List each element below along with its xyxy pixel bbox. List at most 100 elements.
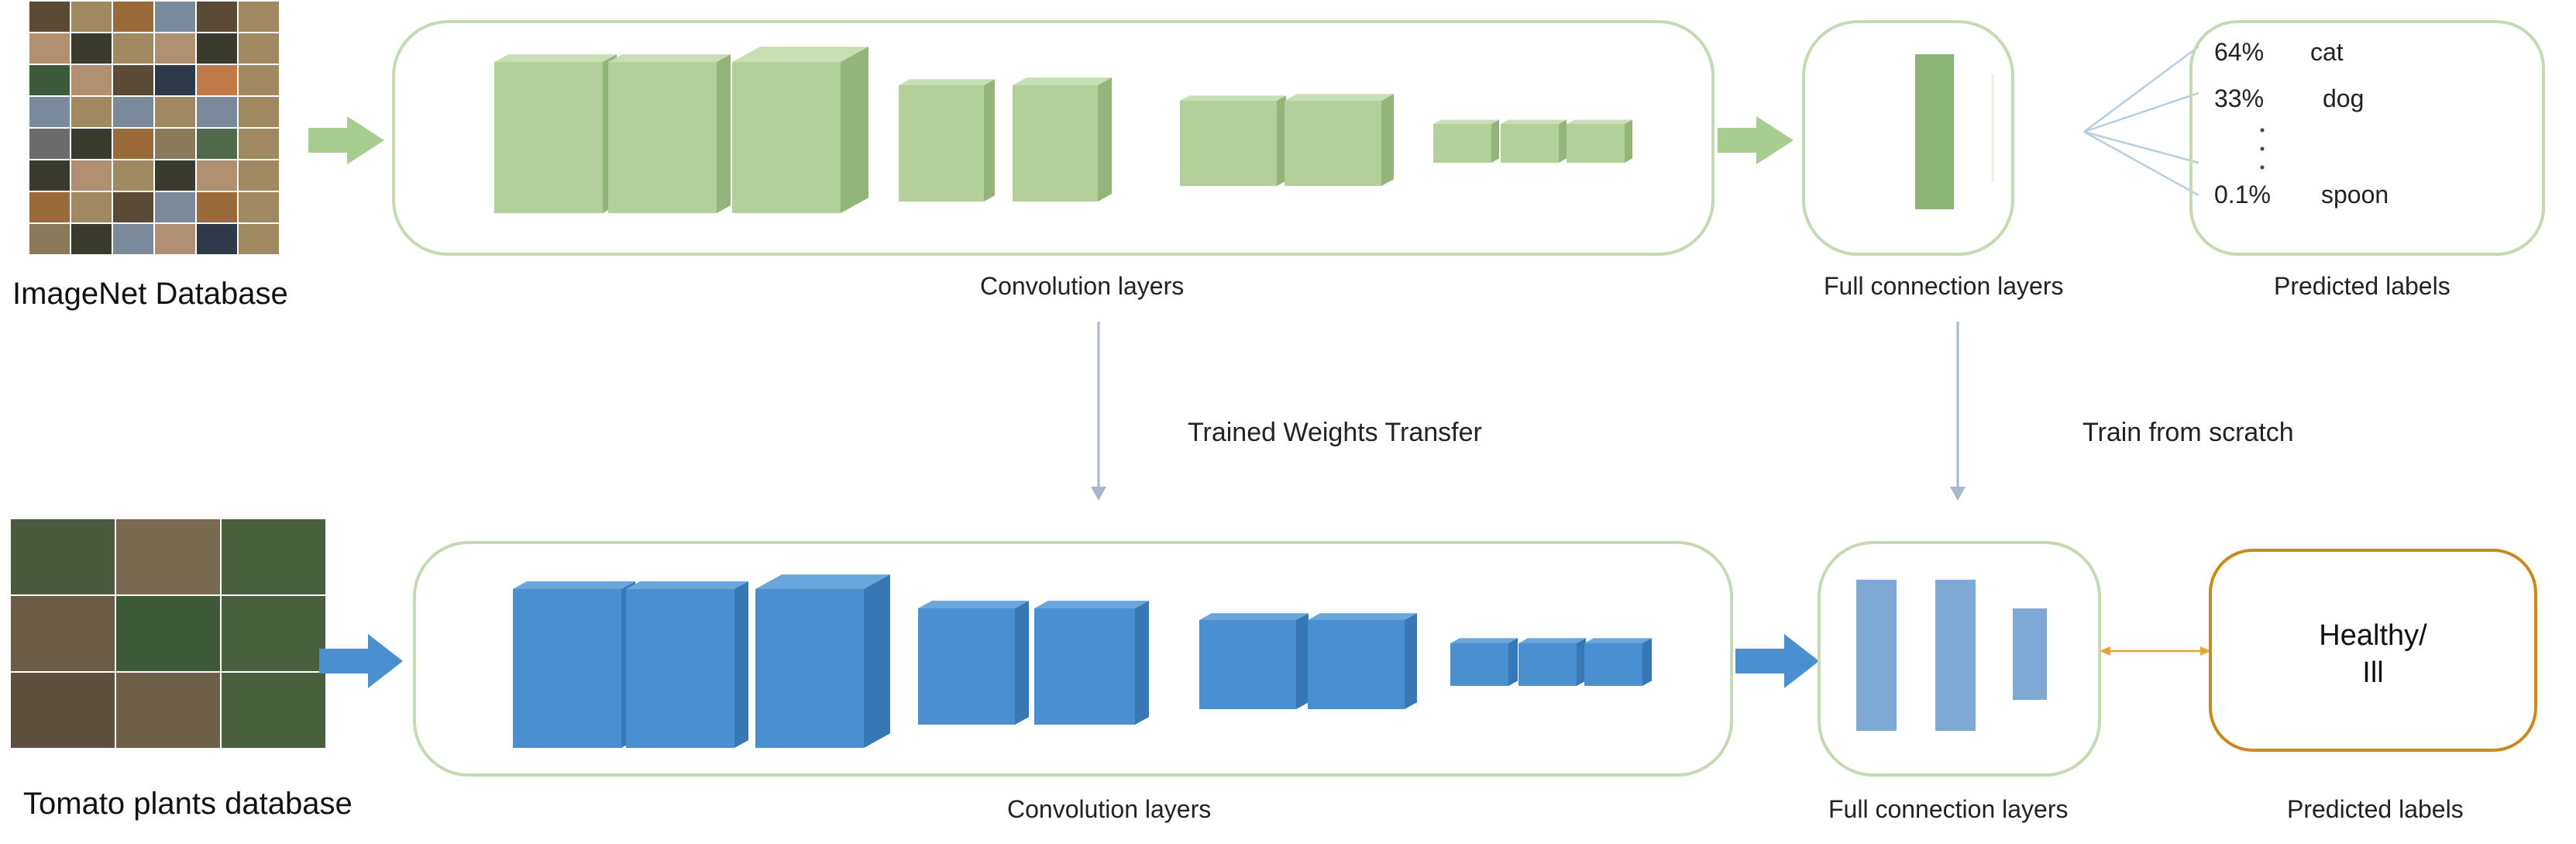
imagenet-thumb-13 <box>29 65 70 95</box>
imagenet-thumb-20 <box>71 97 112 127</box>
imagenet-thumb-44 <box>71 224 112 254</box>
imagenet-thumb-33 <box>113 160 153 191</box>
prediction-dog-label: dog <box>2323 84 2364 112</box>
conv-blocks-top <box>494 47 1632 214</box>
imagenet-thumb-36 <box>239 160 279 191</box>
imagenet-thumb-23 <box>197 97 237 127</box>
conv-block-top-6 <box>1180 95 1286 186</box>
predicted-labels-label-bottom: Predicted labels <box>2287 795 2464 823</box>
imagenet-thumb-34 <box>155 160 195 191</box>
imagenet-thumb-35 <box>197 160 237 191</box>
imagenet-thumb-29 <box>197 129 237 159</box>
weights-transfer-arrow <box>1091 322 1106 501</box>
imagenet-thumb-12 <box>239 33 279 64</box>
tomato-thumb-3 <box>222 519 325 594</box>
tomato-thumb-8 <box>116 673 220 748</box>
train-from-scratch-arrow <box>1950 322 1966 501</box>
conv-block-bottom-5 <box>1034 601 1149 725</box>
conv-block-bottom-8 <box>1450 638 1518 686</box>
imagenet-thumb-27 <box>113 129 153 159</box>
imagenet-thumb-18 <box>239 65 279 95</box>
imagenet-thumb-22 <box>155 97 195 127</box>
tomato-thumb-1 <box>11 519 115 594</box>
imagenet-thumb-10 <box>155 33 195 64</box>
imagenet-thumb-19 <box>29 97 70 127</box>
predicted-labels-label-top: Predicted labels <box>2274 272 2450 300</box>
conv-block-top-9 <box>1501 119 1567 163</box>
output-box <box>2209 549 2537 752</box>
imagenet-thumb-28 <box>155 129 195 159</box>
conv-layers-label-top: Convolution layers <box>980 272 1184 300</box>
ellipsis-dots <box>2260 128 2265 170</box>
imagenet-thumb-24 <box>239 97 279 127</box>
prediction-spoon-label: spoon <box>2321 181 2389 208</box>
conv-block-bottom-10 <box>1584 638 1652 686</box>
imagenet-thumb-25 <box>29 129 70 159</box>
conv-block-bottom-6 <box>1199 613 1309 709</box>
conv-block-top-3 <box>732 47 868 214</box>
imagenet-thumb-39 <box>113 192 153 222</box>
conv-block-bottom-1 <box>513 581 635 748</box>
imagenet-thumb-1 <box>29 2 70 32</box>
conv-block-bottom-9 <box>1518 638 1586 686</box>
imagenet-thumb-26 <box>71 129 112 159</box>
imagenet-thumb-42 <box>239 192 279 222</box>
imagenet-thumb-5 <box>197 2 237 32</box>
imagenet-thumb-21 <box>113 97 153 127</box>
prediction-spoon: 0.1% spoon <box>2214 181 2389 208</box>
fc-layer-bar-top <box>1915 54 1954 209</box>
imagenet-thumb-14 <box>71 65 112 95</box>
imagenet-thumb-16 <box>155 65 195 95</box>
prediction-fan-lines <box>2083 45 2199 197</box>
conv-block-top-7 <box>1285 94 1394 186</box>
imagenet-thumb-47 <box>197 224 237 254</box>
imagenet-thumb-38 <box>71 192 112 222</box>
imagenet-thumb-40 <box>155 192 195 222</box>
fc-layers-label-bottom: Full connection layers <box>1828 795 2068 823</box>
prediction-dog: 33% dog <box>2214 84 2364 112</box>
fc-box-top <box>1802 20 2014 256</box>
fc-layers-label-top: Full connection layers <box>1824 272 2063 300</box>
conv-block-top-1 <box>494 54 617 213</box>
imagenet-thumb-15 <box>113 65 153 95</box>
input-arrow-bottom <box>319 634 403 688</box>
prediction-cat-pct: 64% <box>2214 38 2264 66</box>
imagenet-database-label: ImageNet Database <box>12 277 288 311</box>
output-healthy-label: Healthy/ <box>2319 619 2427 652</box>
conv-block-bottom-7 <box>1308 613 1417 709</box>
conv-to-fc-arrow-top <box>1718 116 1794 164</box>
fc-layer-bars-bottom <box>1856 580 2047 731</box>
conv-block-bottom-3 <box>755 574 890 748</box>
tomato-thumbnail-grid <box>11 519 325 748</box>
imagenet-thumbnail-grid <box>29 2 279 254</box>
imagenet-thumb-11 <box>197 33 237 64</box>
tomato-thumb-5 <box>116 596 220 671</box>
tomato-thumb-6 <box>222 596 325 671</box>
predicted-labels-box-top <box>2189 20 2545 256</box>
trained-weights-transfer-label: Trained Weights Transfer <box>1188 418 1482 447</box>
imagenet-thumb-48 <box>239 224 279 254</box>
imagenet-thumb-46 <box>155 224 195 254</box>
imagenet-thumb-31 <box>29 160 70 191</box>
conv-box-bottom <box>413 541 1733 777</box>
conv-block-top-5 <box>1013 78 1112 202</box>
conv-block-top-10 <box>1567 119 1632 163</box>
conv-layers-label-bottom: Convolution layers <box>1007 795 1211 823</box>
imagenet-thumb-41 <box>197 192 237 222</box>
imagenet-thumb-30 <box>239 129 279 159</box>
imagenet-thumb-4 <box>155 2 195 32</box>
imagenet-thumb-6 <box>239 2 279 32</box>
conv-box-top <box>392 20 1714 256</box>
imagenet-thumb-45 <box>113 224 153 254</box>
train-from-scratch-label: Train from scratch <box>2082 418 2294 447</box>
prediction-dog-pct: 33% <box>2214 84 2264 112</box>
prediction-spoon-pct: 0.1% <box>2214 181 2271 208</box>
conv-block-bottom-4 <box>918 601 1029 725</box>
input-arrow-top <box>308 116 384 164</box>
output-ill-label: Ill <box>2362 656 2383 689</box>
tomato-thumb-2 <box>116 519 220 594</box>
fc-box-bottom <box>1818 541 2101 777</box>
tomato-thumb-9 <box>222 673 325 748</box>
prediction-cat-label: cat <box>2310 38 2344 66</box>
